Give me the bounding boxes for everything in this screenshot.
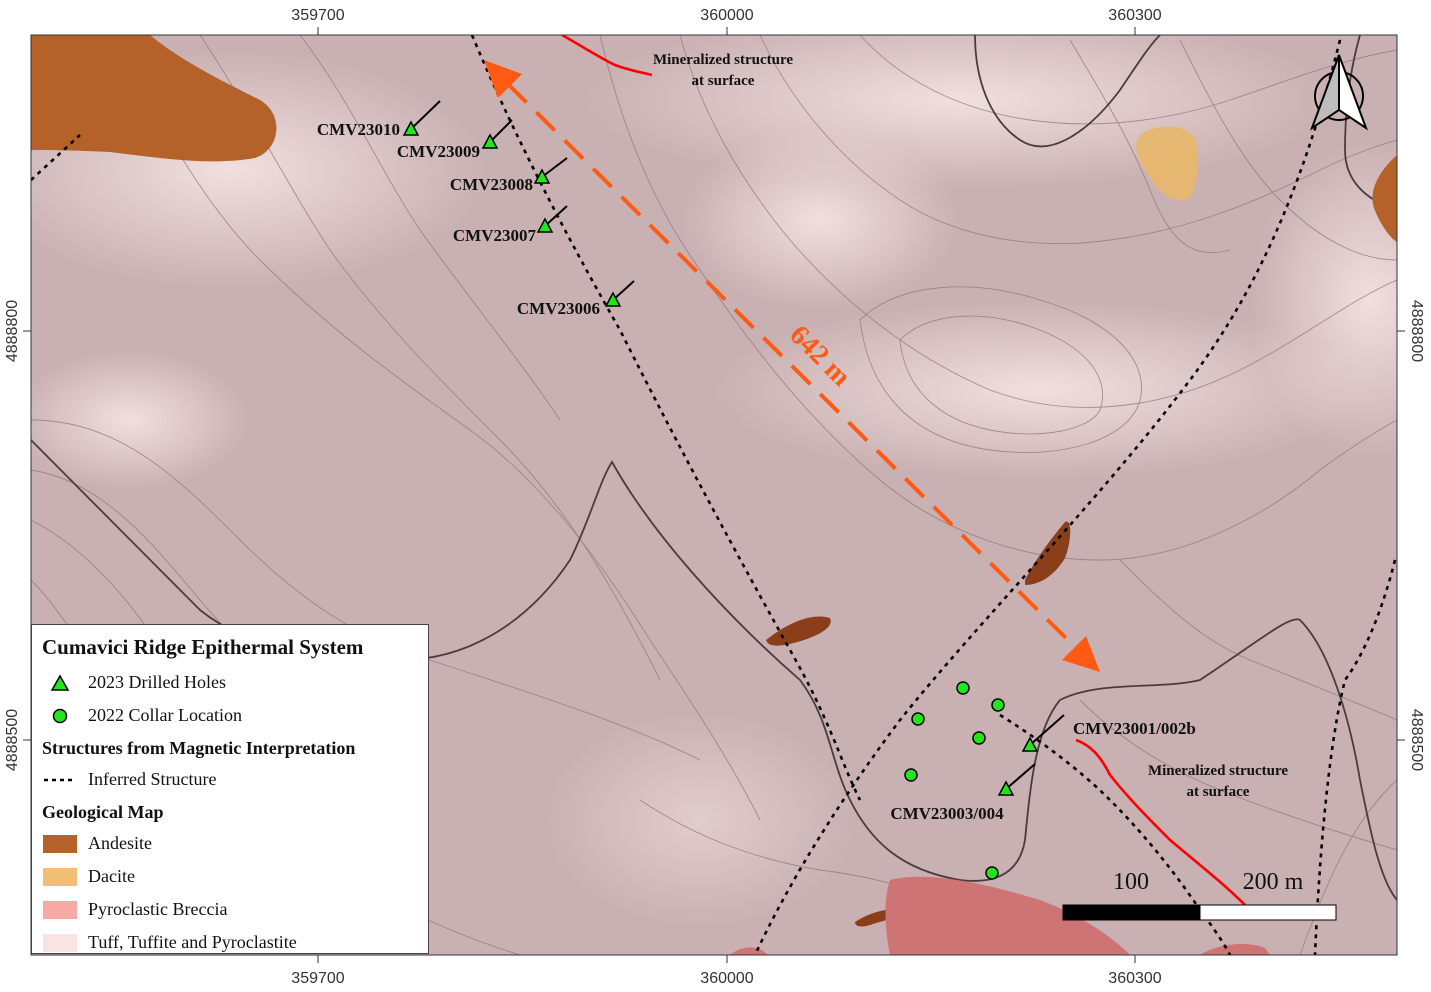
map-frame	[30, 34, 1398, 956]
legend-breccia-label: Pyroclastic Breccia	[88, 899, 228, 919]
collar-marker	[985, 866, 999, 880]
andesite-unit	[31, 35, 277, 162]
drilled-hole-marker	[997, 780, 1015, 796]
legend-row-inferred: Inferred Structure	[42, 763, 418, 796]
drilled-hole-marker	[533, 168, 551, 184]
dacite-swatch	[43, 867, 77, 886]
collar-marker	[911, 712, 925, 726]
legend-row-drilled-holes: 2023 Drilled Holes	[42, 666, 418, 699]
y-tick-left-1: 4888800	[4, 300, 21, 362]
label-cmv23009: CMV23009	[397, 142, 480, 161]
legend-row-tuff: Tuff, Tuffite and Pyroclastite	[42, 926, 418, 959]
y-tick-right-1: 4888800	[1408, 300, 1425, 362]
breccia-swatch	[43, 900, 77, 919]
map-body	[31, 35, 1397, 955]
collar-marker	[972, 731, 986, 745]
drilled-hole-marker	[402, 120, 420, 136]
dashed-line-icon	[42, 770, 78, 790]
pyroclastic-breccia-unit	[885, 876, 1130, 955]
legend-inferred-label: Inferred Structure	[88, 769, 217, 789]
legend-row-andesite: Andesite	[42, 827, 418, 860]
legend-dacite-label: Dacite	[88, 866, 135, 886]
mineralized-structure-top-label-2: at surface	[692, 73, 755, 89]
legend-tuff-label: Tuff, Tuffite and Pyroclastite	[88, 932, 297, 952]
legend-row-collar: 2022 Collar Location	[42, 699, 418, 732]
dacite-unit	[1136, 126, 1198, 201]
andesite-swatch	[43, 834, 77, 853]
mineralized-structure-right-label-1: Mineralized structure	[1148, 763, 1288, 779]
collar-marker	[956, 681, 970, 695]
inferred-structures	[31, 35, 1397, 955]
drilled-hole-marker	[1021, 736, 1039, 752]
x-tick-bottom-3: 360300	[1108, 970, 1161, 987]
x-tick-bottom-2: 360000	[700, 970, 753, 987]
label-cmv23001: CMV23001/002b	[1073, 719, 1196, 738]
triangle-icon	[42, 673, 78, 693]
map-legend: Cumavici Ridge Epithermal System 2023 Dr…	[31, 624, 429, 954]
x-tick-top-2: 360000	[700, 7, 753, 24]
drilled-hole-marker	[536, 217, 554, 233]
north-arrow-icon	[1309, 54, 1369, 131]
label-cmv23007: CMV23007	[453, 226, 537, 245]
drilled-hole-marker	[481, 133, 499, 149]
legend-row-dacite: Dacite	[42, 860, 418, 893]
legend-collar-label: 2022 Collar Location	[88, 705, 242, 725]
tuff-swatch	[43, 933, 77, 952]
legend-andesite-label: Andesite	[88, 833, 152, 853]
x-tick-bottom-1: 359700	[291, 970, 344, 987]
collar-marker	[991, 698, 1005, 712]
scale-bar: 100 200 m	[1062, 869, 1337, 921]
distance-arrow	[484, 60, 1100, 672]
mineralized-structure-top-label-1: Mineralized structure	[653, 52, 793, 68]
legend-drilled-holes-label: 2023 Drilled Holes	[88, 672, 226, 692]
axis-ticks	[23, 27, 1405, 963]
y-tick-left-2: 4888500	[4, 709, 21, 771]
label-cmv23010: CMV23010	[317, 120, 400, 139]
drill-traces	[410, 100, 1065, 790]
legend-row-breccia: Pyroclastic Breccia	[42, 893, 418, 926]
y-tick-right-2: 4888500	[1408, 709, 1425, 771]
mineralized-structure-line	[561, 35, 653, 77]
legend-title: Cumavici Ridge Epithermal System	[42, 635, 364, 659]
collar-marker	[904, 768, 918, 782]
drilled-holes	[402, 120, 1039, 796]
label-cmv23008: CMV23008	[450, 175, 533, 194]
scale-bar-end-label: 200 m	[1243, 869, 1304, 895]
drilled-hole-marker	[604, 291, 622, 307]
mineralized-structure-right-label-2: at surface	[1187, 784, 1250, 800]
collar-locations	[904, 681, 1005, 880]
x-tick-top-3: 360300	[1108, 7, 1161, 24]
label-cmv23003: CMV23003/004	[890, 804, 1004, 823]
label-cmv23006: CMV23006	[517, 299, 600, 318]
scale-bar-mid-label: 100	[1113, 869, 1149, 895]
legend-geo-heading: Geological Map	[42, 802, 164, 822]
circle-icon	[42, 706, 78, 726]
x-tick-top-1: 359700	[291, 7, 344, 24]
legend-structures-heading: Structures from Magnetic Interpretation	[42, 738, 356, 758]
